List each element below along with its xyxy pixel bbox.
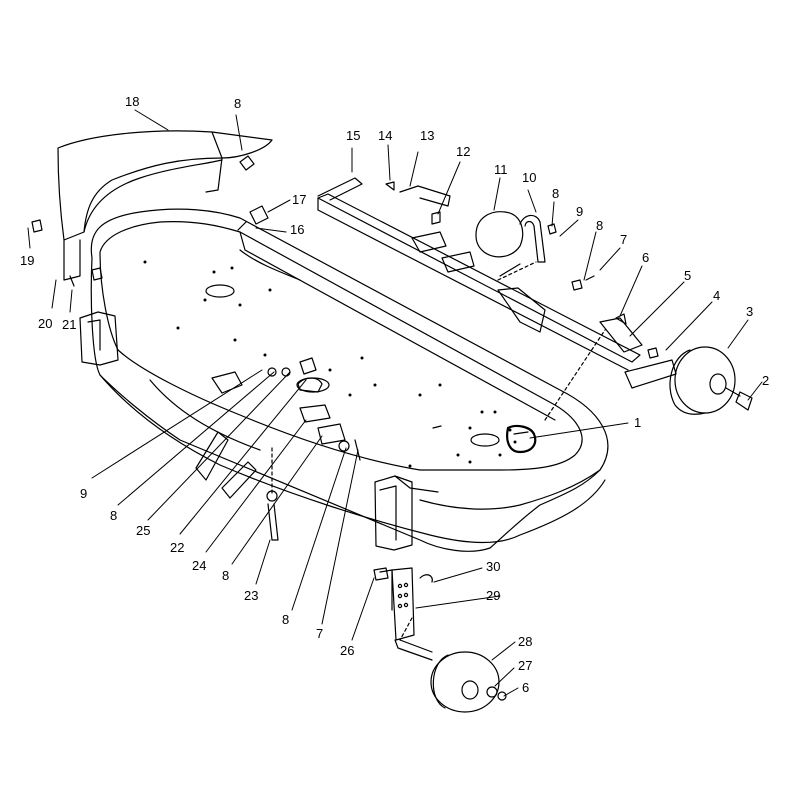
bracket-13 xyxy=(399,185,451,207)
callout-15: 15 xyxy=(346,128,360,143)
callout-17: 17 xyxy=(292,192,306,207)
rear-roller xyxy=(669,346,753,415)
callout-12: 12 xyxy=(456,144,470,159)
callout-labels: 1 2 3 4 5 6 7 8 9 10 8 11 12 13 14 15 8 … xyxy=(20,94,769,695)
callout-27: 27 xyxy=(518,658,532,673)
callout-10: 10 xyxy=(522,170,536,185)
callout-18: 18 xyxy=(125,94,139,109)
callout-29: 29 xyxy=(486,588,500,603)
callout-13: 13 xyxy=(420,128,434,143)
callout-20: 20 xyxy=(38,316,52,331)
callout-4: 4 xyxy=(713,288,720,303)
callout-28: 28 xyxy=(518,634,532,649)
callout-26: 26 xyxy=(340,643,354,658)
callout-9: 9 xyxy=(576,204,583,219)
deck-skirt xyxy=(99,374,606,544)
shaft-rod xyxy=(317,193,641,363)
callout-7: 7 xyxy=(620,232,627,247)
deck-arm-lower xyxy=(195,431,229,481)
callout-24: 24 xyxy=(192,558,206,573)
leader-lines xyxy=(27,109,763,697)
callout-8: 8 xyxy=(110,508,117,523)
shaft-end-bracket-15 xyxy=(317,177,363,201)
callout-9: 9 xyxy=(80,486,87,501)
callout-3: 3 xyxy=(746,304,753,319)
ball-11 xyxy=(475,211,524,258)
callout-6: 6 xyxy=(642,250,649,265)
bracket-mid xyxy=(497,287,546,333)
callout-8: 8 xyxy=(596,218,603,233)
callout-8: 8 xyxy=(234,96,241,111)
hardware xyxy=(31,155,659,541)
callout-21: 21 xyxy=(62,317,76,332)
callout-6: 6 xyxy=(522,680,529,695)
deck-holes xyxy=(143,260,517,468)
callout-14: 14 xyxy=(378,128,392,143)
bracket-5 xyxy=(599,317,643,353)
callout-19: 19 xyxy=(20,253,34,268)
callout-8: 8 xyxy=(222,568,229,583)
deck-outline xyxy=(90,208,609,552)
callout-23: 23 xyxy=(244,588,258,603)
discharge-chute xyxy=(57,130,273,281)
callout-7: 7 xyxy=(316,626,323,641)
callout-16: 16 xyxy=(290,222,304,237)
callout-25: 25 xyxy=(136,523,150,538)
callout-11: 11 xyxy=(494,162,508,177)
bracket-center xyxy=(411,231,447,253)
wheel-bracket xyxy=(373,567,433,641)
roller-shaft-assembly xyxy=(317,177,677,389)
callout-8: 8 xyxy=(282,612,289,627)
mower-deck xyxy=(79,208,609,552)
front-left-mount xyxy=(79,311,119,366)
handle-10 xyxy=(519,214,546,263)
guide-lines xyxy=(271,261,606,641)
callout-2: 2 xyxy=(762,373,769,388)
callout-1: 1 xyxy=(634,415,641,430)
deck-top-edge xyxy=(99,221,583,471)
callout-22: 22 xyxy=(170,540,184,555)
callout-30: 30 xyxy=(486,559,500,574)
callout-8: 8 xyxy=(552,186,559,201)
deck-bracket-left xyxy=(211,371,243,394)
gauge-wheel xyxy=(394,639,507,713)
callout-5: 5 xyxy=(684,268,691,283)
